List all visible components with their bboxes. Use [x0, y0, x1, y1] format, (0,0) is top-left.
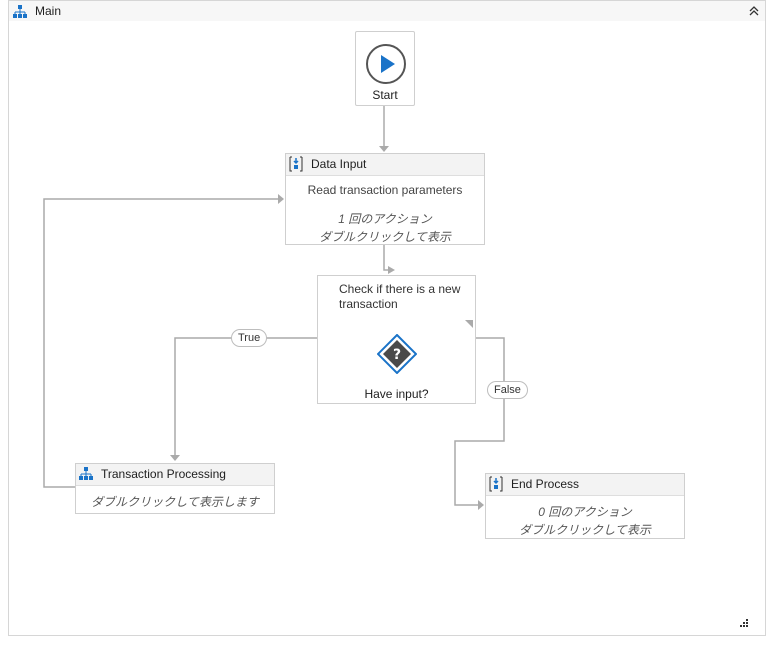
data-input-title: Data Input	[311, 157, 367, 171]
true-branch-label[interactable]: True	[231, 329, 268, 347]
transaction-processing-activity[interactable]: Transaction Processing ダブルクリックして表示します	[75, 463, 275, 514]
decision-description: Check if there is a new transaction	[339, 282, 461, 311]
transaction-processing-title: Transaction Processing	[101, 467, 226, 481]
start-node[interactable]: Start	[355, 31, 415, 106]
flowchart-icon	[79, 467, 93, 480]
data-input-action-count: 1 回のアクション	[338, 212, 432, 226]
sequence-icon	[289, 156, 303, 172]
play-icon	[366, 44, 406, 84]
decision-node[interactable]: Check if there is a new transaction ? Ha…	[317, 275, 476, 404]
workflow-title: Main	[35, 4, 62, 18]
end-process-title: End Process	[511, 477, 580, 491]
resize-grip-icon[interactable]	[738, 619, 748, 629]
data-input-activity[interactable]: Data Input Read transaction parameters 1…	[285, 153, 485, 245]
flowchart-icon	[13, 5, 27, 18]
collapse-chevron-icon[interactable]	[747, 4, 761, 18]
false-branch-label[interactable]: False	[487, 381, 528, 399]
end-process-header: End Process	[486, 474, 684, 496]
transaction-processing-header: Transaction Processing	[76, 464, 274, 486]
end-process-action-count: 0 回のアクション	[538, 505, 632, 519]
end-process-activity[interactable]: End Process 0 回のアクション ダブルクリックして表示	[485, 473, 685, 539]
data-input-description: Read transaction parameters	[307, 183, 463, 197]
decision-condition: Have input?	[364, 387, 429, 401]
decision-icon: ?	[377, 334, 417, 374]
end-process-hint: ダブルクリックして表示	[519, 523, 651, 537]
sequence-icon	[489, 476, 503, 492]
start-label: Start	[372, 88, 398, 102]
data-input-hint: ダブルクリックして表示	[319, 230, 451, 244]
transaction-processing-hint: ダブルクリックして表示します	[91, 495, 259, 509]
data-input-header: Data Input	[286, 154, 484, 176]
decision-corner-indicator	[465, 320, 473, 328]
svg-text:?: ?	[393, 347, 401, 363]
